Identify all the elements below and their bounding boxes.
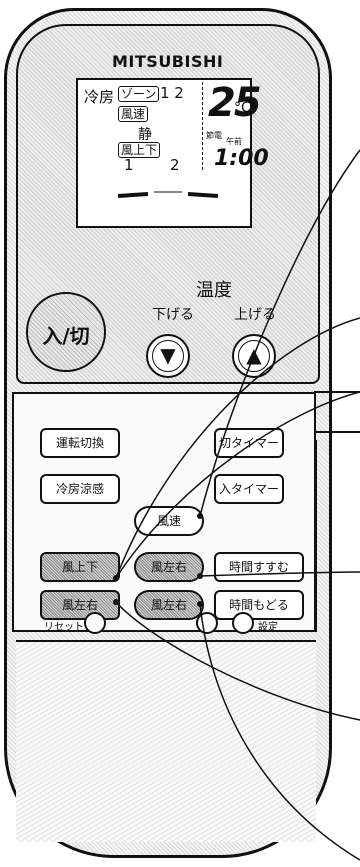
brand-logo: MITSUBISHI (112, 52, 224, 71)
aux-button-1[interactable] (196, 612, 218, 634)
power-button-label: 入/切 (42, 324, 90, 348)
aux-label: 設定 (258, 622, 278, 633)
temp-down-label: 下げる (152, 307, 194, 323)
ampm-label: 午前 (226, 137, 242, 146)
temp-down-button[interactable]: ▼ (146, 334, 190, 378)
zone-label: ゾーン (118, 86, 160, 102)
off-timer-button[interactable]: 切タイマー (214, 428, 284, 458)
clock-readout: 1:00 (214, 146, 269, 171)
vane-center-button[interactable]: 風左右 (134, 590, 204, 620)
cool-feel-button[interactable]: 冷房涼感 (40, 474, 120, 504)
vane-leftright-button[interactable]: 風左右 (134, 552, 204, 582)
vane-label: 風上下 (118, 142, 161, 158)
power-button[interactable]: 入/切 (26, 292, 106, 372)
mode-switch-button[interactable]: 運転切換 (40, 428, 120, 458)
aux-button-2[interactable] (232, 612, 254, 634)
on-timer-button[interactable]: 入タイマー (214, 474, 284, 504)
lcd-divider (202, 82, 204, 170)
battery-cover (16, 640, 316, 842)
vane-left-button[interactable]: 風左右 (40, 590, 120, 620)
vane-value-2: 2 (170, 156, 180, 174)
temperature-label: 温度 (196, 280, 232, 301)
mode-indicator: 冷房 (84, 88, 115, 106)
time-back-button[interactable]: 時間もどる (214, 590, 304, 620)
fan-speed-label: 風速 (118, 106, 149, 122)
louver-blades-icon (118, 191, 218, 198)
reset-button[interactable] (84, 612, 106, 634)
temp-up-button[interactable]: ▲ (232, 334, 276, 378)
fan-speed-button[interactable]: 風速 (134, 506, 204, 536)
time-forward-button[interactable]: 時間すすむ (214, 552, 304, 582)
arrow-up-icon: ▲ (246, 343, 262, 367)
lcd-display: 冷房 ゾーン 1 2 風速 静 風上下 1 2 25 °C 節電 午前 1:00 (76, 78, 269, 228)
arrow-down-icon: ▼ (160, 343, 176, 367)
eco-label: 節電 (206, 131, 222, 140)
vane-value-1: 1 (124, 156, 134, 174)
temp-up-label: 上げる (234, 307, 276, 323)
fan-speed-value: 静 (138, 127, 152, 143)
reset-label: リセット (44, 622, 84, 633)
temperature-readout: 25 (208, 80, 262, 126)
zone-values: 1 2 (160, 84, 184, 102)
vane-updown-button[interactable]: 風上下 (40, 552, 120, 582)
temperature-unit: °C (234, 100, 251, 116)
